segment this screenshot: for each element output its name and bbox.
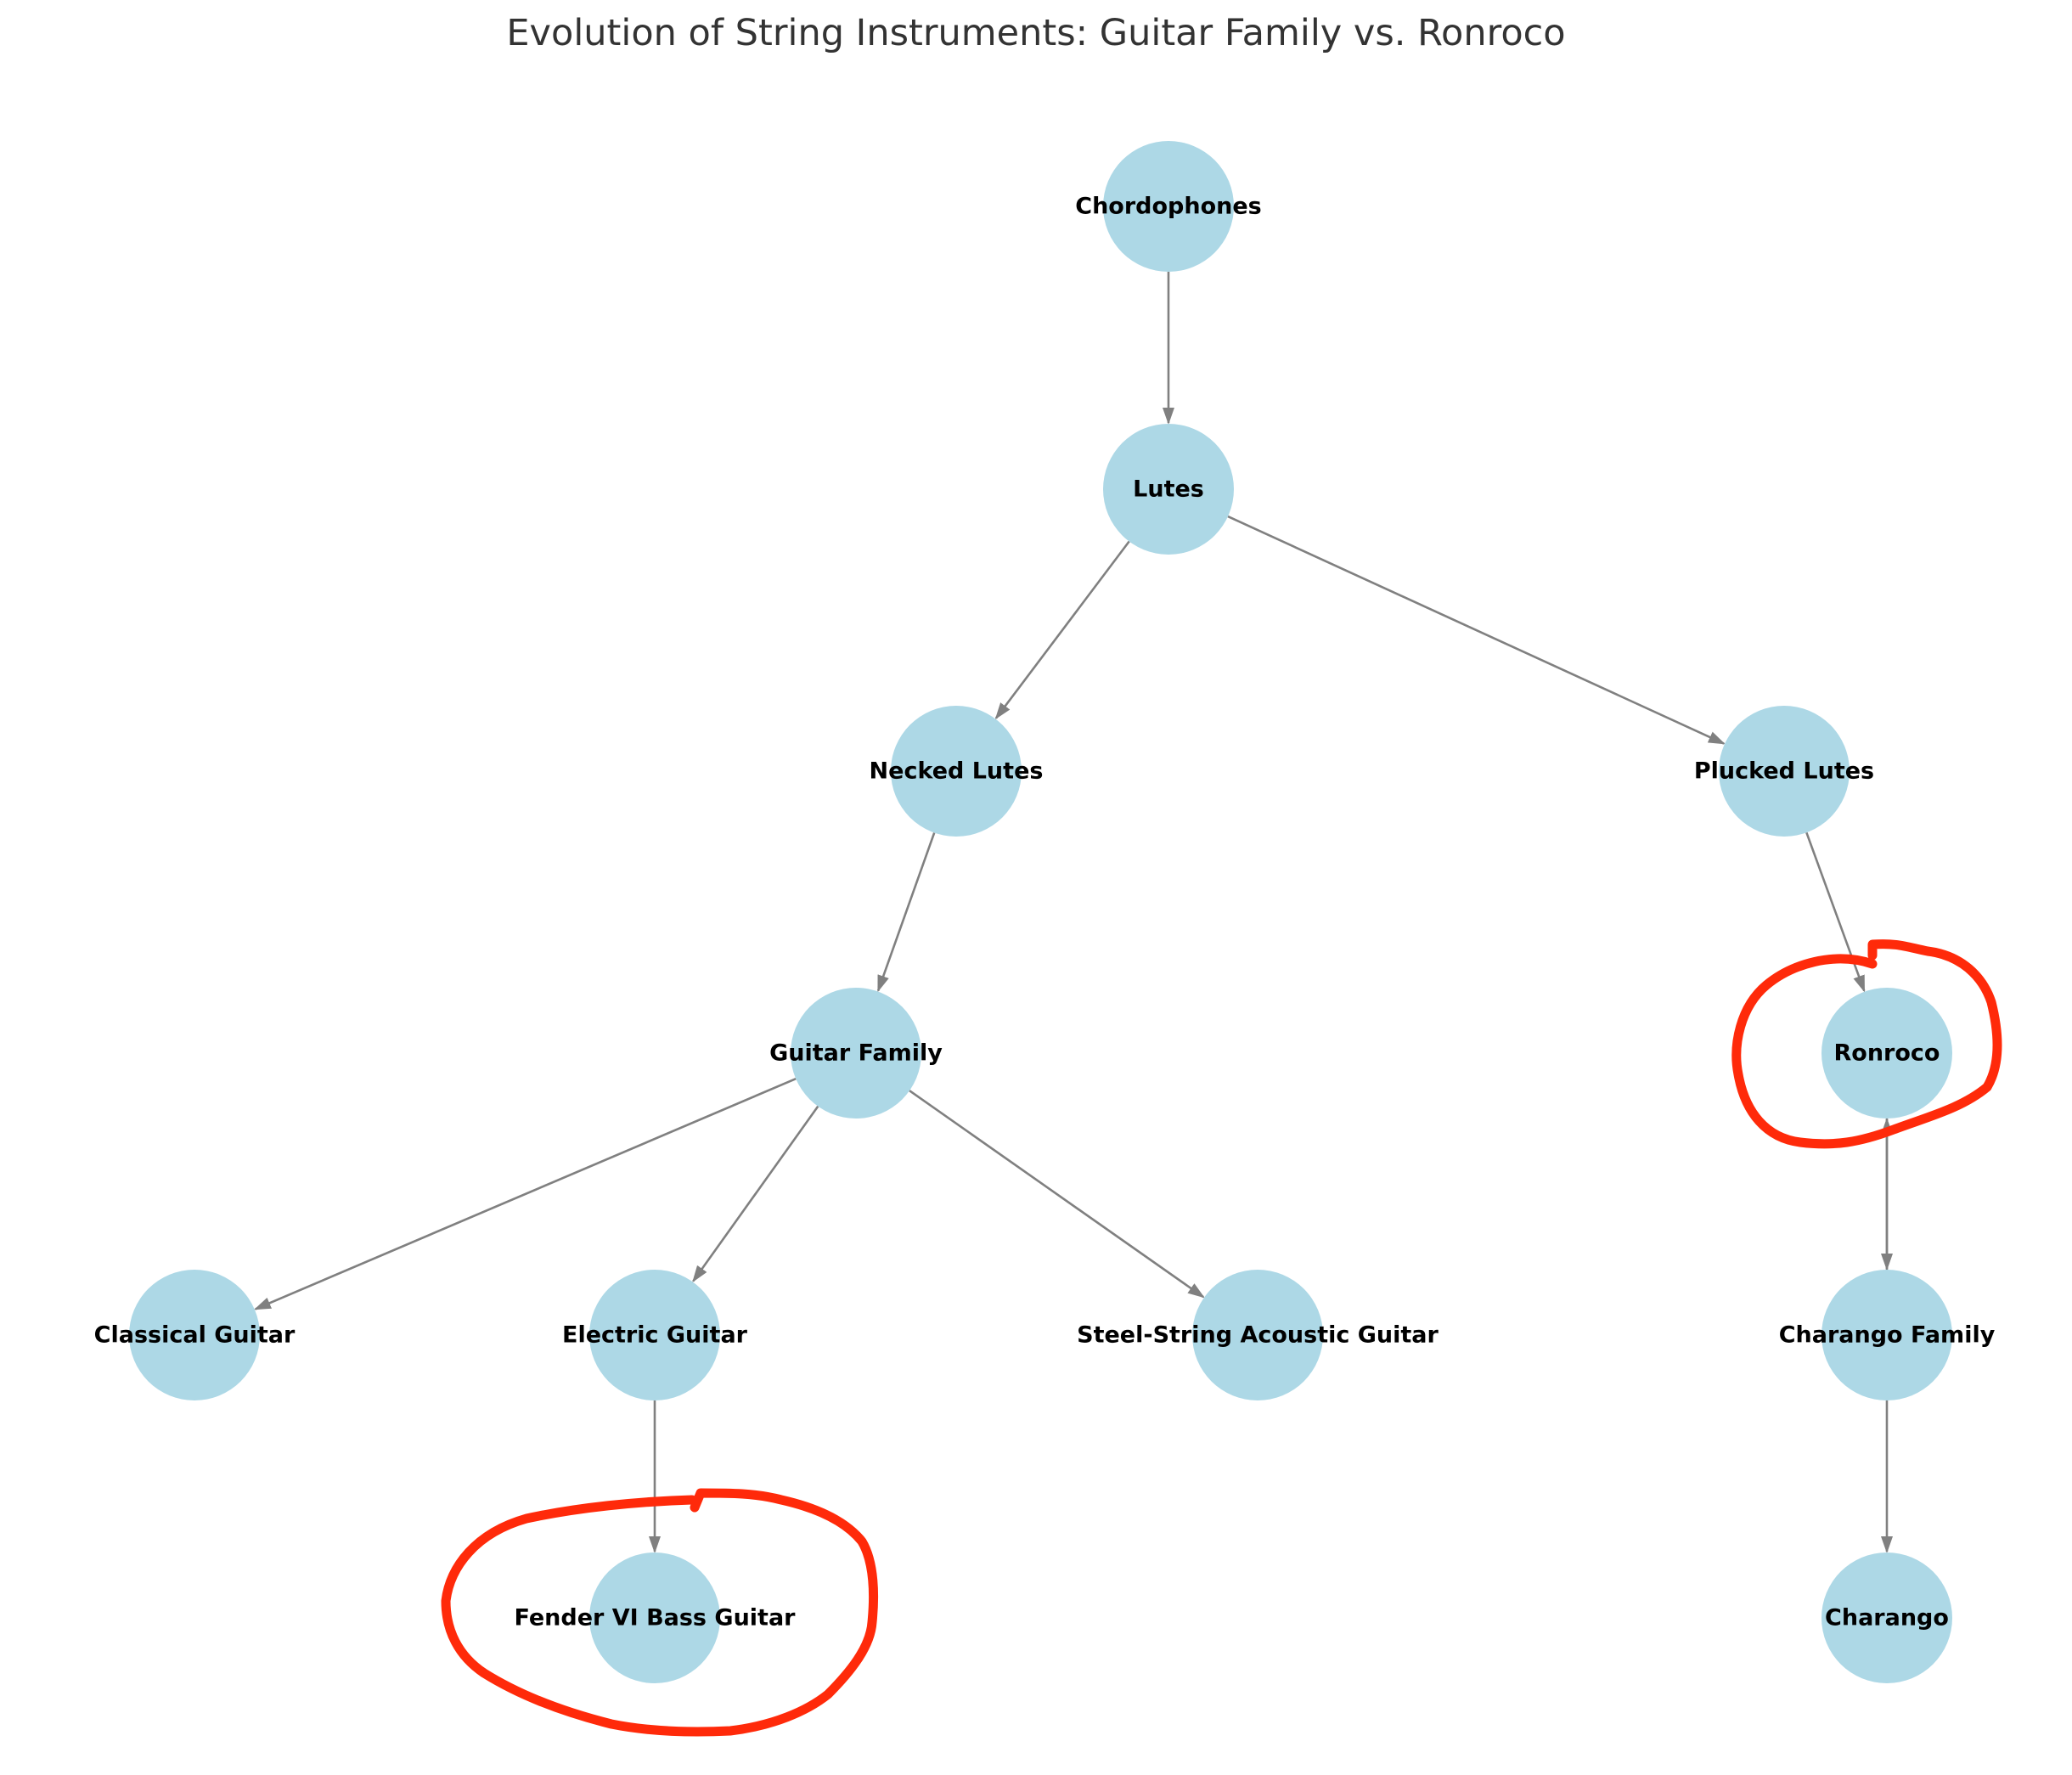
- node-guitar_family: [791, 988, 921, 1119]
- node-label-plucked_lutes: Plucked Lutes: [1694, 758, 1874, 785]
- node-chordophones: [1103, 141, 1234, 272]
- highlight-annotations: [441, 939, 2002, 1737]
- node-label-charango_family: Charango Family: [1779, 1322, 1996, 1349]
- edge-necked_lutes-to-guitar_family: [876, 832, 936, 993]
- node-label-guitar_family: Guitar Family: [769, 1040, 943, 1067]
- node-lutes: [1103, 424, 1234, 555]
- highlight-circle-fender-vi: [441, 1488, 879, 1737]
- node-label-classical_guitar: Classical Guitar: [94, 1322, 296, 1349]
- node-fender_vi: [589, 1552, 720, 1683]
- node-label-ronroco: Ronroco: [1834, 1040, 1940, 1067]
- node-label-lutes: Lutes: [1133, 476, 1204, 503]
- node-label-chordophones: Chordophones: [1075, 194, 1261, 220]
- node-label-electric_guitar: Electric Guitar: [562, 1322, 748, 1349]
- nodes-layer: [129, 141, 1952, 1683]
- edges-layer: [253, 272, 1893, 1553]
- edge-plucked_lutes-to-ronroco: [1805, 831, 1866, 993]
- diagram-title: Evolution of String Instruments: Guitar …: [506, 12, 1565, 54]
- node-charango_family: [1821, 1270, 1952, 1400]
- node-steel_string: [1192, 1270, 1323, 1400]
- edge-guitar_family-to-classical_guitar: [253, 1077, 797, 1310]
- node-label-fender_vi: Fender VI Bass Guitar: [514, 1605, 796, 1631]
- highlight-circle-ronroco: [1731, 939, 2002, 1149]
- node-label-steel_string: Steel-String Acoustic Guitar: [1077, 1322, 1439, 1349]
- edge-guitar_family-to-steel_string: [909, 1090, 1205, 1299]
- node-classical_guitar: [129, 1270, 260, 1400]
- edge-lutes-to-plucked_lutes: [1227, 515, 1726, 745]
- edge-lutes-to-necked_lutes: [994, 540, 1130, 720]
- node-necked_lutes: [891, 706, 1022, 837]
- edge-guitar_family-to-electric_guitar: [692, 1105, 819, 1283]
- node-label-necked_lutes: Necked Lutes: [870, 758, 1044, 785]
- node-label-charango: Charango: [1825, 1605, 1949, 1631]
- node-plucked_lutes: [1719, 706, 1850, 837]
- node-electric_guitar: [589, 1270, 720, 1400]
- node-charango: [1821, 1552, 1952, 1683]
- node-ronroco: [1821, 988, 1952, 1119]
